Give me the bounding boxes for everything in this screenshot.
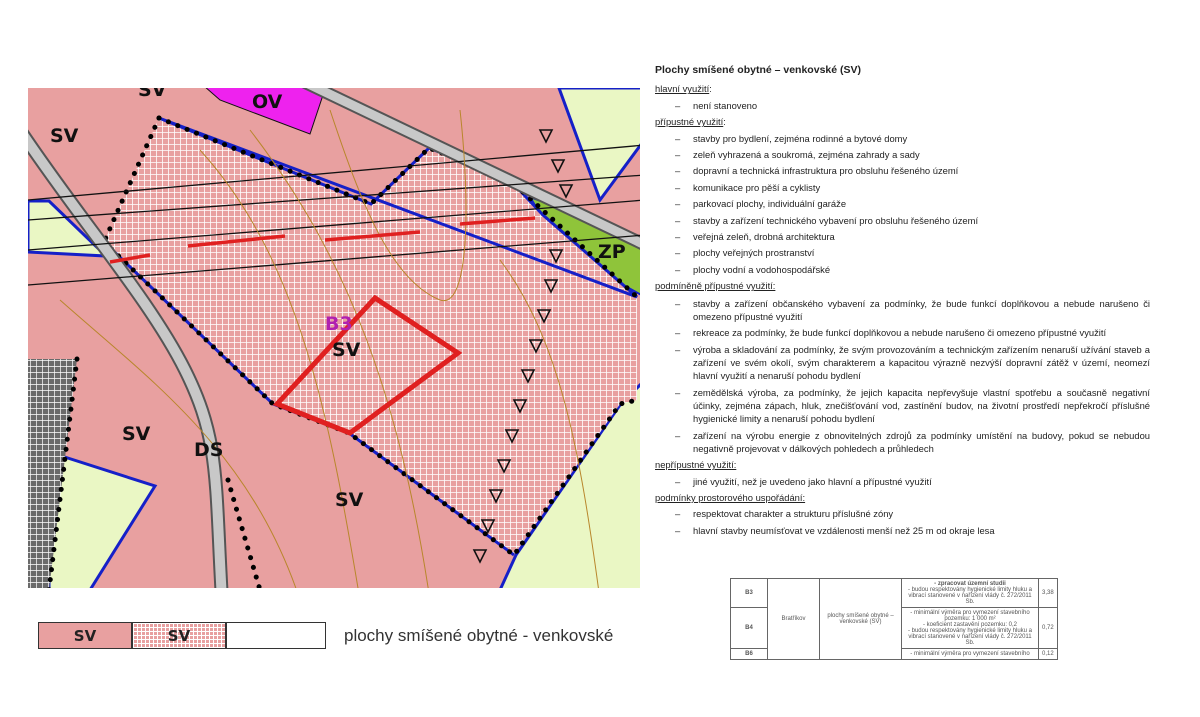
- section-heading: hlavní využití:: [655, 81, 1150, 97]
- section-heading-text: podmínky prostorového uspořádání:: [655, 491, 806, 503]
- list-item: komunikace pro pěší a cyklisty: [655, 180, 1150, 197]
- technical-area: [28, 359, 77, 588]
- list-item: plochy vodní a vodohospodářské: [655, 262, 1150, 279]
- condition: - koeficient zastavění pozemku: 0,2: [922, 622, 1018, 628]
- section-heading-suffix: :: [723, 116, 726, 128]
- list-item: hlavní stavby neumísťovat ve vzdálenosti…: [655, 523, 1150, 540]
- dotted-boundary: [101, 239, 640, 559]
- section-heading-text: hlavní využití: [655, 83, 710, 95]
- dotted-boundary: [46, 356, 80, 588]
- map-label-ds: DS: [194, 439, 223, 461]
- condition: - budou respektovány hygienické limity h…: [907, 587, 1033, 605]
- plot-code: B6: [730, 648, 768, 660]
- condition: - minimální výměra pro vymezení stavební…: [901, 648, 1039, 660]
- plot-code: B4: [730, 607, 768, 649]
- section-list: stavby pro bydlení, zejména rodinné a by…: [655, 131, 1150, 279]
- list-item: rekreace za podmínky, že bude funkcí dop…: [655, 325, 1150, 342]
- map-label-ov: OV: [252, 91, 283, 113]
- regulation-title: Plochy smíšené obytné – venkovské (SV): [655, 64, 862, 76]
- power-lines: [28, 144, 640, 286]
- list-item: dopravní a technická infrastruktura pro …: [655, 163, 1150, 180]
- map-label-sv: SV: [335, 489, 364, 511]
- road: [28, 132, 227, 588]
- section-heading-text: přípustné využití: [655, 116, 724, 128]
- list-item: plochy veřejných prostranství: [655, 245, 1150, 262]
- section-heading-text: nepřípustné využití:: [655, 459, 737, 471]
- list-item: stavby pro bydlení, zejména rodinné a by…: [655, 131, 1150, 148]
- condition: - minimální výměra pro vymezení stavební…: [910, 610, 1030, 622]
- table-row: B6 - minimální výměra pro vymezení stave…: [730, 648, 1058, 660]
- table-row: B4 - minimální výměra pro vymezení stave…: [730, 607, 1058, 649]
- meadow-area: [557, 88, 640, 204]
- land-use-map: SV SV OV ZP B3 SV SV DS SV: [28, 79, 640, 588]
- plot-area: 3,38: [1038, 578, 1058, 608]
- map-label-zp: ZP: [598, 241, 626, 263]
- list-item: jiné využití, než je uvedeno jako hlavní…: [655, 474, 1150, 491]
- contour-lines: [59, 109, 599, 588]
- road: [306, 88, 640, 248]
- legend-swatch-hatched: SV: [132, 622, 226, 649]
- forest-edge-triangles: [472, 129, 574, 564]
- map-label-sv: SV: [122, 423, 151, 445]
- section-heading-text: podmíněně přípustné využití:: [655, 280, 776, 292]
- plot-code: B3: [730, 578, 768, 608]
- plots-table: B3 Bratříkov plochy smíšené obytné – ven…: [730, 578, 1058, 660]
- map-label-sv: SV: [138, 79, 167, 101]
- usage: plochy smíšené obytné – venkovské (SV): [819, 578, 902, 660]
- list-item: stavby a zařízení technického vybavení p…: [655, 213, 1150, 230]
- map-label-b3: B3: [325, 313, 353, 335]
- condition: - budou respektovány hygienické limity h…: [907, 628, 1033, 646]
- plot-area: 0,12: [1038, 648, 1058, 660]
- plot-area: 0,72: [1038, 607, 1058, 649]
- condition: - zpracovat územní studii: [934, 581, 1006, 587]
- list-item: zařízení na výrobu energie z obnovitelný…: [655, 427, 1150, 457]
- section-list: jiné využití, než je uvedeno jako hlavní…: [655, 474, 1150, 491]
- section-list: stavby a zařízení občanského vybavení za…: [655, 295, 1150, 457]
- map-legend: SV SV plochy smíšené obytné - venkovské: [38, 622, 613, 649]
- locality: Bratříkov: [767, 578, 820, 660]
- b3-plot-outline: [272, 294, 463, 436]
- section-heading-suffix: :: [709, 83, 712, 95]
- section-heading: nepřípustné využití:: [655, 457, 1150, 473]
- legend-swatch-solid: SV: [38, 622, 132, 649]
- section-list: respektovat charakter a strukturu příslu…: [655, 506, 1150, 539]
- legend-swatch-empty: [226, 622, 326, 649]
- list-item: parkovací plochy, individuální garáže: [655, 196, 1150, 213]
- dotted-boundary: [101, 115, 162, 245]
- section-heading: podmíněně přípustné využití:: [655, 278, 1150, 294]
- section-heading: přípustné využití:: [655, 114, 1150, 130]
- list-item: zeleň vyhrazená a soukromá, zejména zahr…: [655, 147, 1150, 164]
- legend-description: plochy smíšené obytné - venkovské: [344, 625, 614, 645]
- list-item: není stanoveno: [655, 98, 1150, 115]
- red-dashed-line: [109, 216, 536, 264]
- map-label-sv: SV: [332, 339, 361, 361]
- table-row: B3 Bratříkov plochy smíšené obytné – ven…: [730, 578, 1058, 660]
- regulation-text: Plochy smíšené obytné – venkovské (SV) h…: [655, 62, 1150, 540]
- section-heading: podmínky prostorového uspořádání:: [655, 490, 1150, 506]
- list-item: respektovat charakter a strukturu příslu…: [655, 506, 1150, 523]
- hatched-sv-area: [104, 118, 637, 555]
- list-item: stavby a zařízení občanského vybavení za…: [655, 295, 1150, 325]
- list-item: výroba a skladování za podmínky, že svým…: [655, 341, 1150, 384]
- list-item: veřejná zeleň, drobná architektura: [655, 229, 1150, 246]
- ov-area: [205, 88, 326, 135]
- dotted-boundary: [225, 477, 263, 588]
- list-item: zemědělská výroba, za podmínky, že jejic…: [655, 384, 1150, 427]
- map-label-sv: SV: [50, 125, 79, 147]
- section-list: není stanoveno: [655, 98, 1150, 115]
